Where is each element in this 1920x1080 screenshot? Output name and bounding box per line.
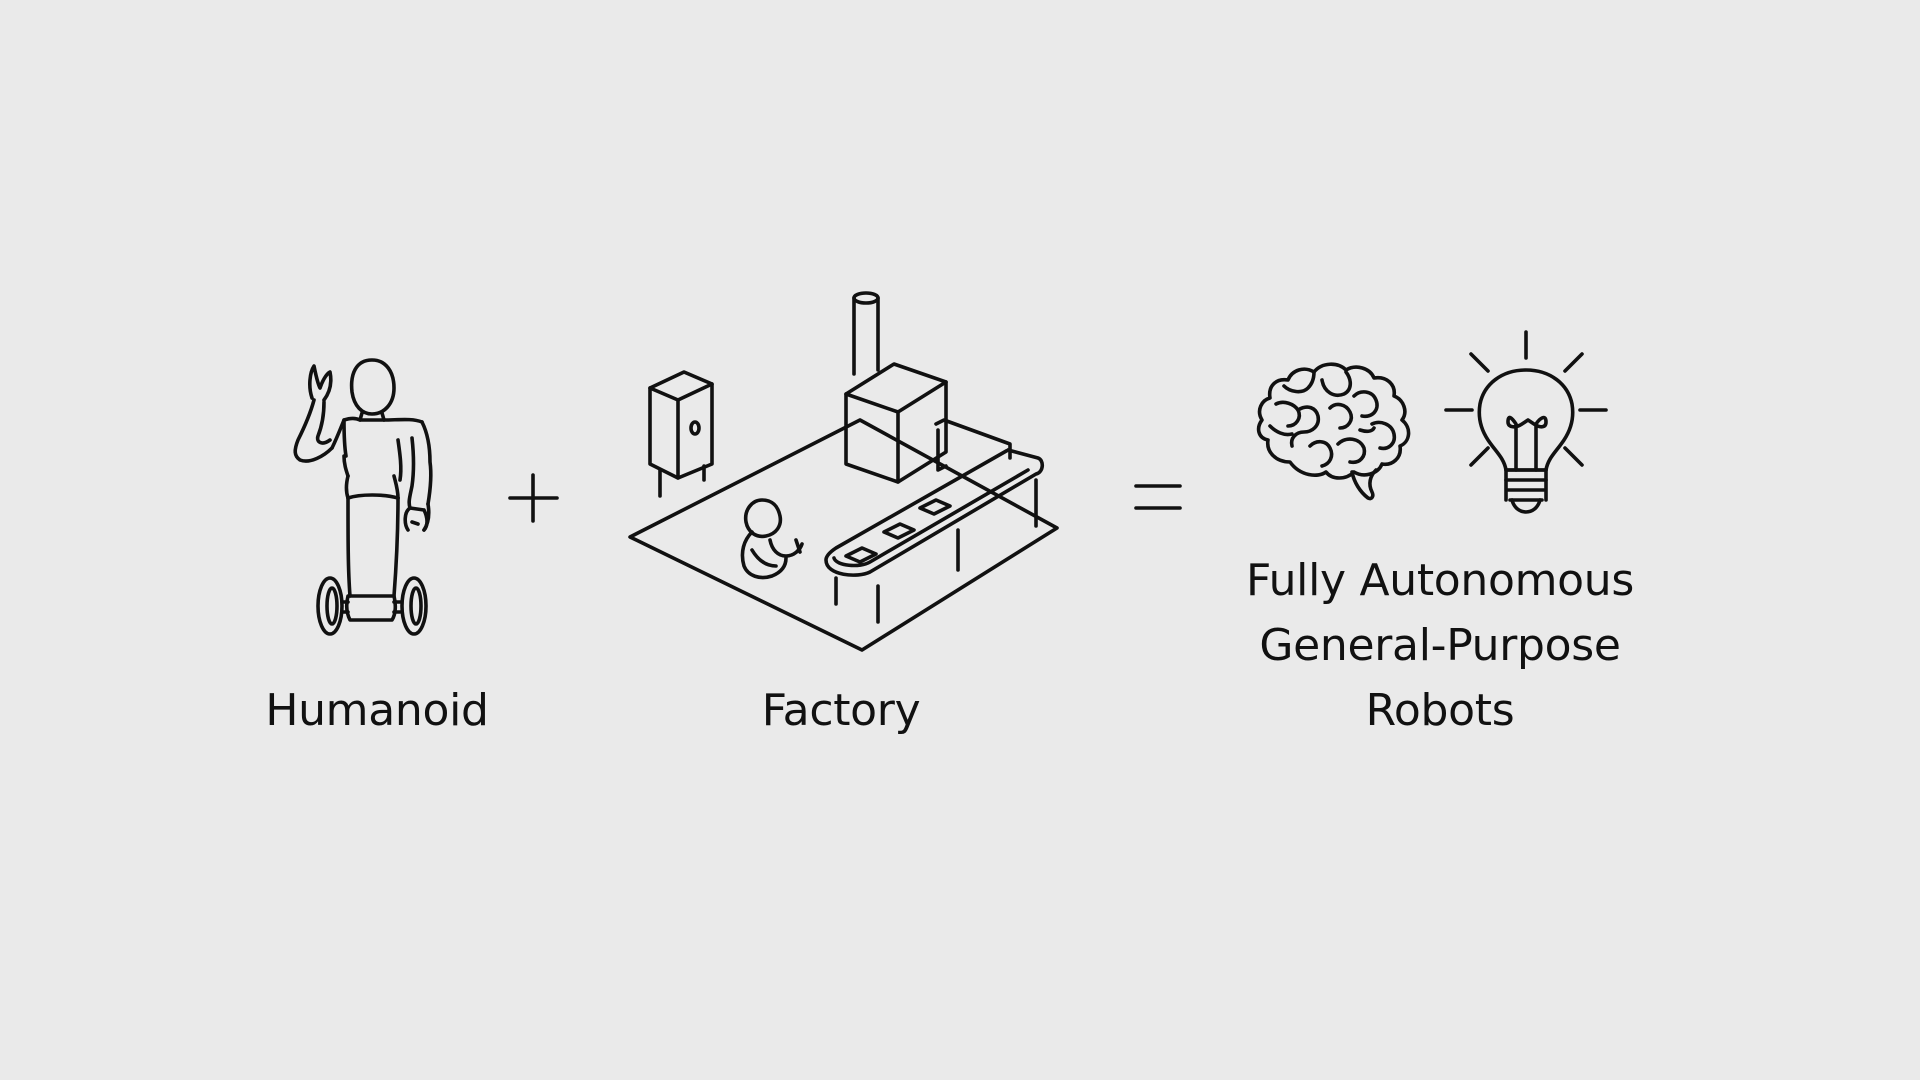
humanoid-robot-icon <box>293 358 433 636</box>
result-line-3: Robots <box>1365 685 1515 736</box>
plus-icon <box>508 473 559 523</box>
result-label: Fully Autonomous General-Purpose Robots <box>1190 548 1690 743</box>
equals-icon <box>1134 484 1182 510</box>
result-line-2: General-Purpose <box>1259 620 1621 671</box>
brain-icon <box>1256 362 1411 501</box>
factory-icon <box>628 291 1059 652</box>
lightbulb-icon <box>1444 330 1608 514</box>
humanoid-label: Humanoid <box>265 685 489 736</box>
result-line-1: Fully Autonomous <box>1245 555 1635 606</box>
factory-label: Factory <box>761 685 921 736</box>
